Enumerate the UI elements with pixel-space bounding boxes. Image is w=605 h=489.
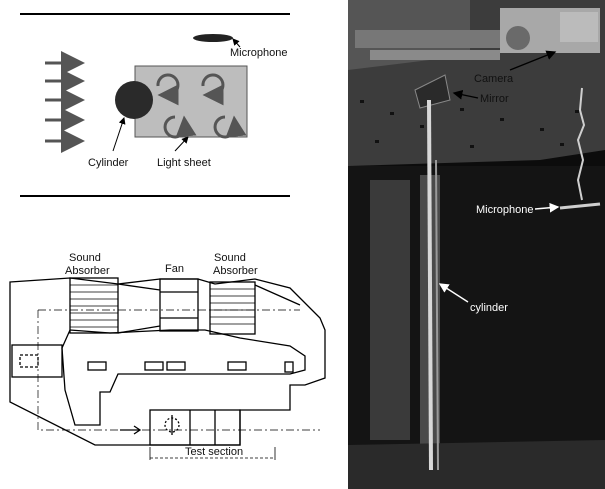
flow-arrows	[45, 51, 85, 153]
absorber-right-hatch	[210, 288, 255, 325]
mirror-label: Mirror	[480, 93, 509, 105]
photo-microphone-label: Microphone	[476, 204, 533, 216]
sound-absorber-right-label-1: Sound	[214, 252, 246, 264]
fan-label: Fan	[165, 263, 184, 275]
fan-housing	[159, 278, 199, 332]
photo-cylinder-label: cylinder	[470, 302, 508, 314]
sound-absorber-left-label-1: Sound	[69, 252, 101, 264]
microphone-cord	[576, 87, 586, 201]
camera-label: Camera	[474, 73, 514, 85]
sound-absorber-right-label-2: Absorber	[213, 265, 258, 277]
setup-photo: Camera Mirror Microphone cylinder	[348, 0, 605, 489]
microphone-label: Microphone	[230, 47, 287, 59]
absorber-left-hatch	[70, 284, 118, 328]
test-section-label: Test section	[185, 446, 243, 458]
ceiling-pattern	[360, 100, 579, 148]
sound-absorber-left	[69, 277, 119, 334]
cylinder-shape	[115, 81, 153, 119]
wind-tunnel-plan: Sound Absorber Fan Sound Absorber	[9, 252, 326, 460]
sound-absorber-left-label-2: Absorber	[65, 265, 110, 277]
cylinder-rod	[427, 99, 433, 471]
sound-absorber-right	[209, 281, 256, 335]
cylinder-label: Cylinder	[88, 157, 129, 169]
settling-chamber	[11, 344, 63, 378]
tunnel-inner-outline	[61, 329, 306, 426]
microphone-body	[559, 202, 601, 210]
flow-schematic: Microphone Cylinder Light sheet	[20, 13, 290, 197]
test-section-box	[149, 409, 241, 446]
photo-floor	[348, 440, 605, 489]
microphone-shape	[193, 34, 233, 42]
camera-mount	[355, 30, 535, 48]
vortex-icons	[156, 73, 247, 139]
light-sheet-label: Light sheet	[157, 157, 211, 169]
mirror-shape	[414, 74, 451, 109]
